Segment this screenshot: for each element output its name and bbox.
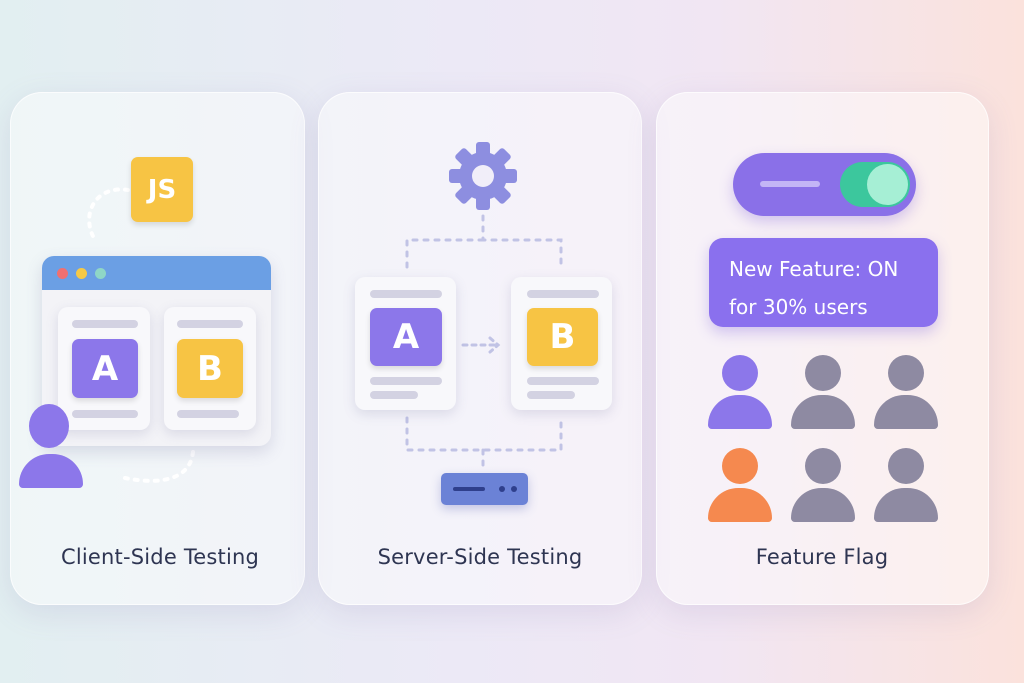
feature-status-line2: for 30% users	[729, 295, 868, 319]
user-icon	[791, 355, 855, 429]
variant-a-tile: A	[370, 308, 442, 366]
user-icon	[19, 404, 83, 488]
user-icon	[791, 448, 855, 522]
server-side-title: Server-Side Testing	[377, 545, 583, 569]
client-side-title: Client-Side Testing	[60, 545, 260, 569]
feature-flag-title: Feature Flag	[755, 545, 889, 569]
user-icon	[874, 355, 938, 429]
feature-status-box: New Feature: ON for 30% users	[709, 238, 938, 327]
variant-b-tile: B	[527, 308, 598, 366]
user-enabled-icon	[708, 355, 772, 429]
user-enabled-icon	[708, 448, 772, 522]
maximize-dot-icon	[95, 268, 106, 279]
minimize-dot-icon	[76, 268, 87, 279]
close-dot-icon	[57, 268, 68, 279]
gear-icon	[449, 142, 517, 210]
feature-toggle[interactable]	[733, 153, 916, 216]
server-icon	[441, 473, 528, 505]
variant-b-tile: B	[177, 339, 243, 398]
feature-status-line1: New Feature: ON	[729, 257, 899, 281]
user-icon	[874, 448, 938, 522]
variant-a-tile: A	[72, 339, 138, 398]
toggle-knob	[867, 164, 908, 205]
js-badge: JS	[131, 157, 193, 222]
